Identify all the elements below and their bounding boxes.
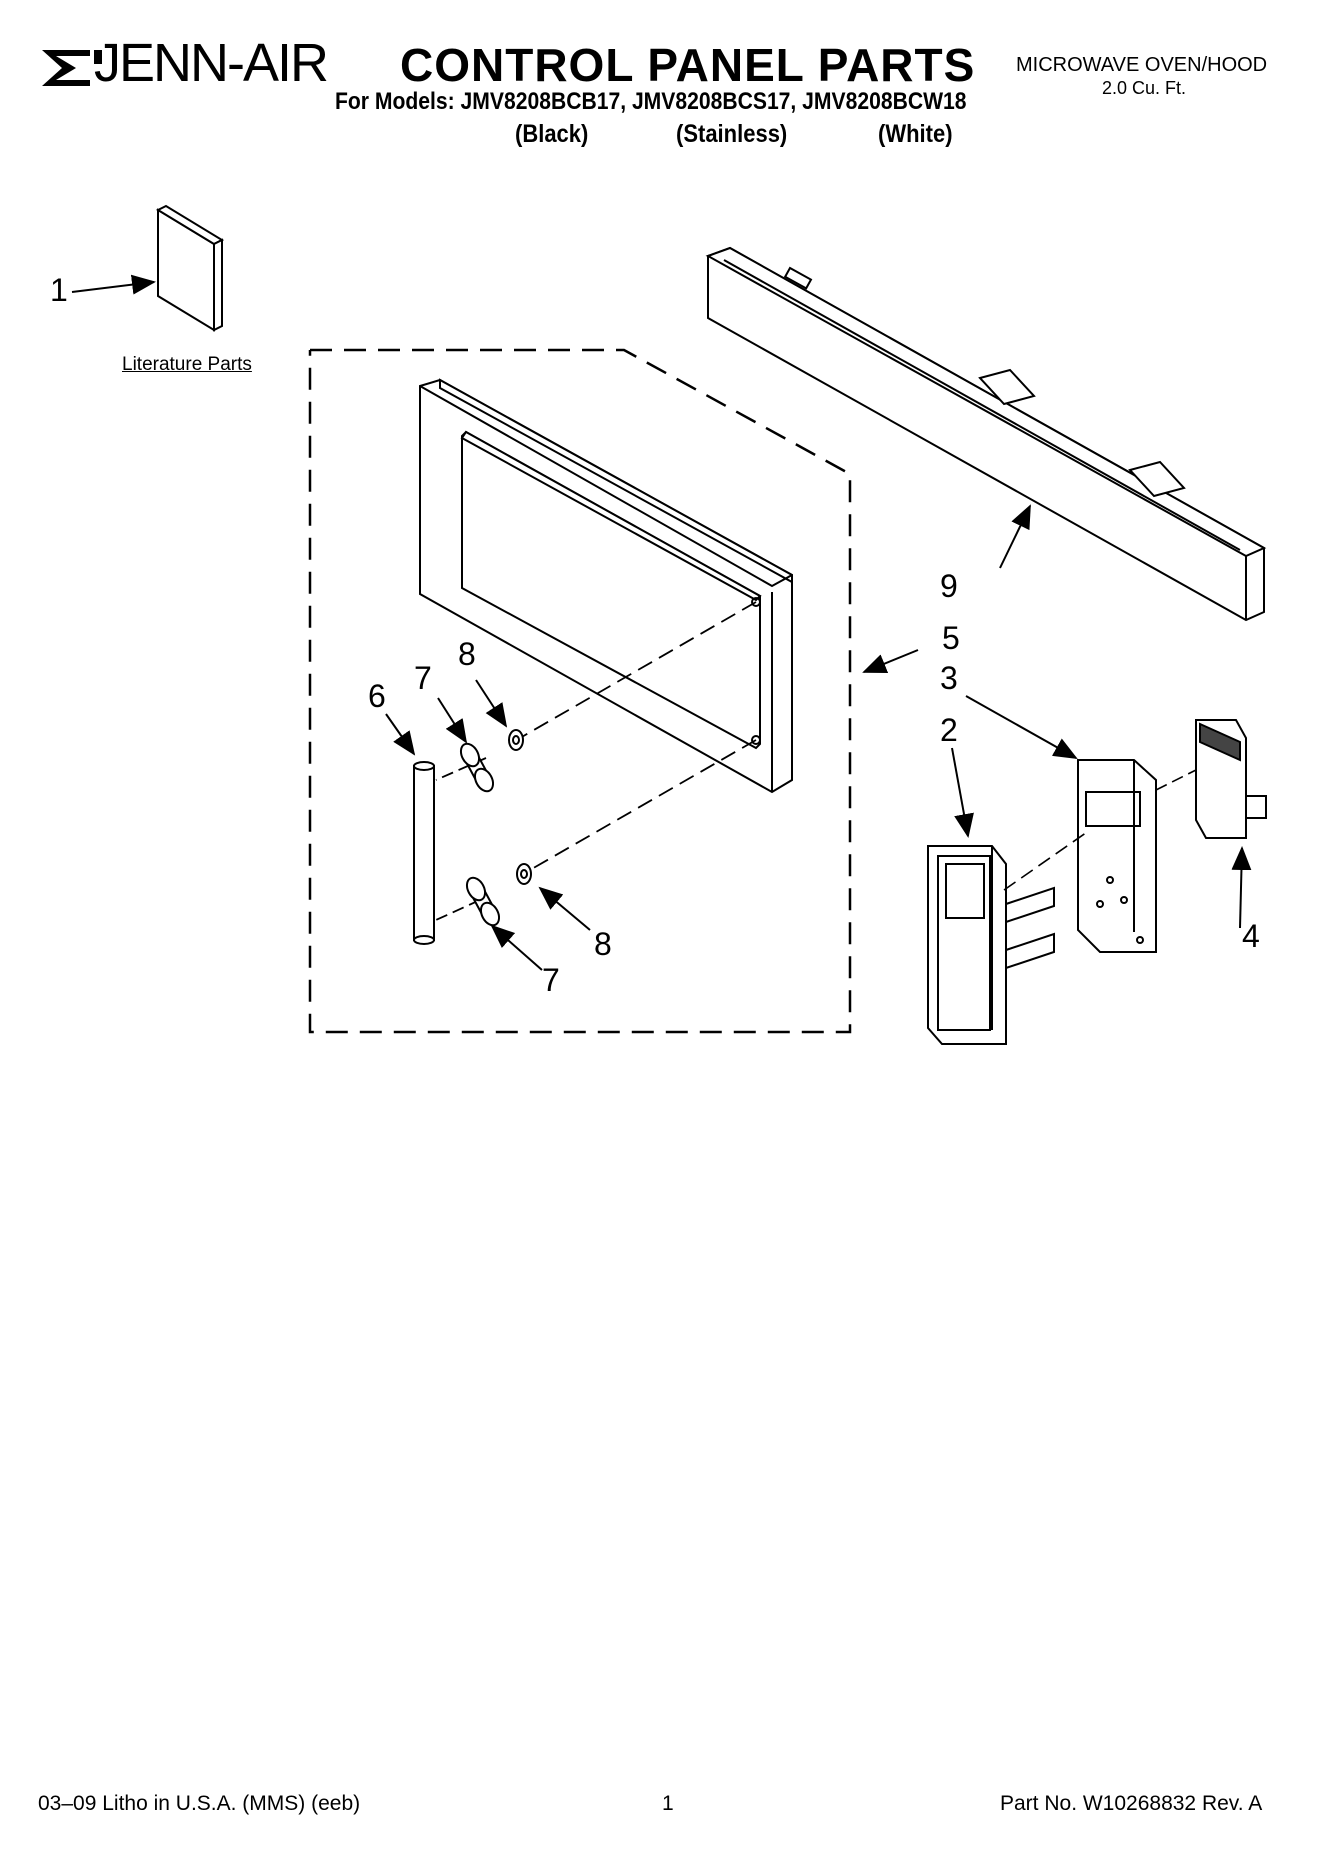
control-board [1077,759,1157,953]
spacer-lower [465,876,501,927]
control-bar [705,246,1267,622]
part-number: Part No. W10268832 Rev. A [1000,1792,1263,1815]
washer-upper [508,729,524,751]
callout-8-upper: 8 [458,636,476,672]
callout-3: 3 [940,660,958,696]
jenn-air-logo-icon [42,50,102,86]
callout-2: 2 [940,712,958,748]
callout-7-lower: 7 [542,962,560,998]
model-list: For Models: JMV8208BCB17, JMV8208BCS17, … [335,88,967,115]
product-type: MICROWAVE OVEN/HOOD [1016,54,1268,76]
callout-5: 5 [942,620,960,656]
door-frame [419,378,793,794]
leader-1 [71,274,156,295]
callout-8-lower: 8 [594,926,612,962]
product-capacity: 2.0 Cu. Ft. [1102,78,1187,98]
washer-lower [516,863,532,885]
leader-2 [951,747,974,838]
handle-rod [413,761,435,945]
display-module [1195,719,1267,839]
callout-1: 1 [50,272,68,308]
variant-black: (Black) [515,120,589,148]
callout-7-upper: 7 [414,660,432,696]
keypad-panel [927,845,1055,1045]
page-title: CONTROL PANEL PARTS [400,39,976,91]
footer-print-info: 03–09 Litho in U.S.A. (MMS) (eeb) [38,1792,361,1815]
variant-stainless: (Stainless) [676,120,788,148]
literature-parts-label: Literature Parts [122,354,252,375]
callout-6: 6 [368,678,386,714]
leader-4 [1231,846,1252,929]
leader-9 [999,504,1031,569]
variant-white: (White) [878,120,953,148]
callout-4: 4 [1242,918,1260,954]
callout-9: 9 [940,568,958,604]
brand-name: JENN-AIR [94,33,329,93]
literature-booklet [155,204,225,332]
spacer-upper [459,742,495,793]
leader-5 [862,649,919,673]
assembly-dashed-box [308,348,852,1034]
page-number: 1 [662,1792,674,1815]
leader-3 [965,695,1078,759]
